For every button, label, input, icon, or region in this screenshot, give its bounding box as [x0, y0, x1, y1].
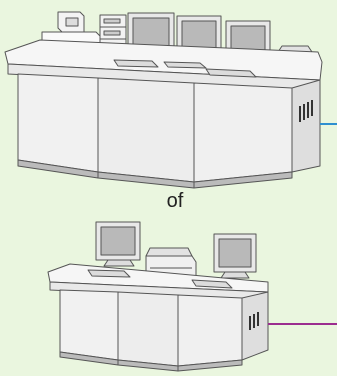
monitor-icon: [96, 222, 140, 266]
workstation-desk-large: [5, 12, 322, 188]
separator-word: of: [150, 190, 200, 213]
monitor-icon: [214, 234, 256, 278]
workstation-desk-small: [48, 222, 268, 371]
